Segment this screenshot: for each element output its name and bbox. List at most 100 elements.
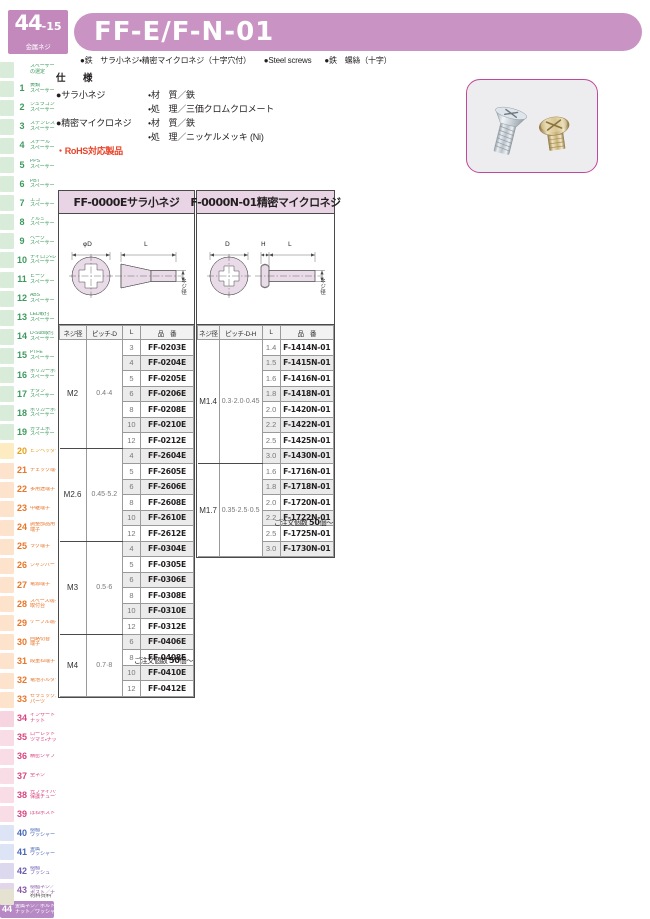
cell-part-number[interactable]: FF-0410E	[139, 664, 195, 681]
cell-part-number[interactable]: FF-0312E	[139, 618, 195, 635]
sidebar-footer-material-data[interactable]: 材料資料	[0, 886, 56, 908]
cell-part-number[interactable]: FF-0306E	[139, 571, 195, 588]
cell-part-number[interactable]: FF-0208E	[139, 401, 195, 418]
cell-part-number[interactable]: FF-0304E	[139, 540, 195, 557]
sidebar-item-20[interactable]: 20ピンヘッダー	[0, 442, 56, 461]
sidebar-item-28[interactable]: 28スペース端子取付台	[0, 595, 56, 614]
cell-part-number[interactable]: FF-0305E	[139, 556, 195, 573]
cell-part-number[interactable]: FF-2606E	[139, 478, 195, 495]
sidebar-item-21[interactable]: 21チェック端子	[0, 461, 56, 480]
cell-part-number[interactable]: FF-0205E	[139, 370, 195, 387]
cell-part-number[interactable]: F-1718N-01	[279, 478, 335, 495]
cell-part-number[interactable]: F-1425N-01	[279, 432, 335, 449]
cell-part-number[interactable]: F-1422N-01	[279, 416, 335, 433]
cell-part-number[interactable]: FF-2604E	[139, 447, 195, 464]
sidebar-item-16[interactable]: 16ポリカーボネイトスペーサー	[0, 366, 56, 385]
cell-part-number[interactable]: F-1416N-01	[279, 370, 335, 387]
cell-part-number[interactable]: FF-0203E	[139, 339, 195, 356]
cell-part-number[interactable]: F-1414N-01	[279, 339, 335, 356]
cell-part-number[interactable]: FF-0412E	[139, 680, 195, 697]
cell-part-number[interactable]: FF-0310E	[139, 602, 195, 619]
cell-part-number[interactable]: FF-0212E	[139, 432, 195, 449]
cell-part-number[interactable]: FF-2610E	[139, 509, 195, 526]
cell-part-number[interactable]: FF-2612E	[139, 525, 195, 542]
cell-part-number[interactable]: F-1418N-01	[279, 385, 335, 402]
cell-part-number[interactable]: F-1716N-01	[279, 463, 335, 480]
cell-part-number[interactable]: FF-0406E	[139, 633, 195, 650]
cell-part-number[interactable]: FF-0308E	[139, 587, 195, 604]
cell-part-number[interactable]: F-1415N-01	[279, 354, 335, 371]
cell-part-number[interactable]: F-1420N-01	[279, 401, 335, 418]
cell-part-number[interactable]: F-1430N-01	[279, 447, 335, 464]
sidebar-item-18[interactable]: 18ポリカーボネイトスペーサー	[0, 404, 56, 423]
cell-part-number[interactable]: FF-0210E	[139, 416, 195, 433]
sidebar-item-32[interactable]: 32電池ホルダー	[0, 671, 56, 690]
sidebar-item-intro[interactable]: スペーサーの選定	[0, 60, 56, 79]
cell-part-number[interactable]: F-1720N-01	[279, 494, 335, 511]
sidebar-item-29[interactable]: 29ケーブル端子	[0, 614, 56, 633]
cell-part-number[interactable]: FF-0206E	[139, 385, 195, 402]
cell-part-number[interactable]: FF-2605E	[139, 463, 195, 480]
sidebar-item-38[interactable]: 38光ファイバー保護チューブ	[0, 786, 56, 805]
sidebar-item-33[interactable]: 33セラミックスパーツ	[0, 690, 56, 709]
cell-part-number[interactable]: F-1722N-01	[279, 509, 335, 526]
cell-part-number[interactable]: F-1730N-01	[279, 540, 335, 557]
